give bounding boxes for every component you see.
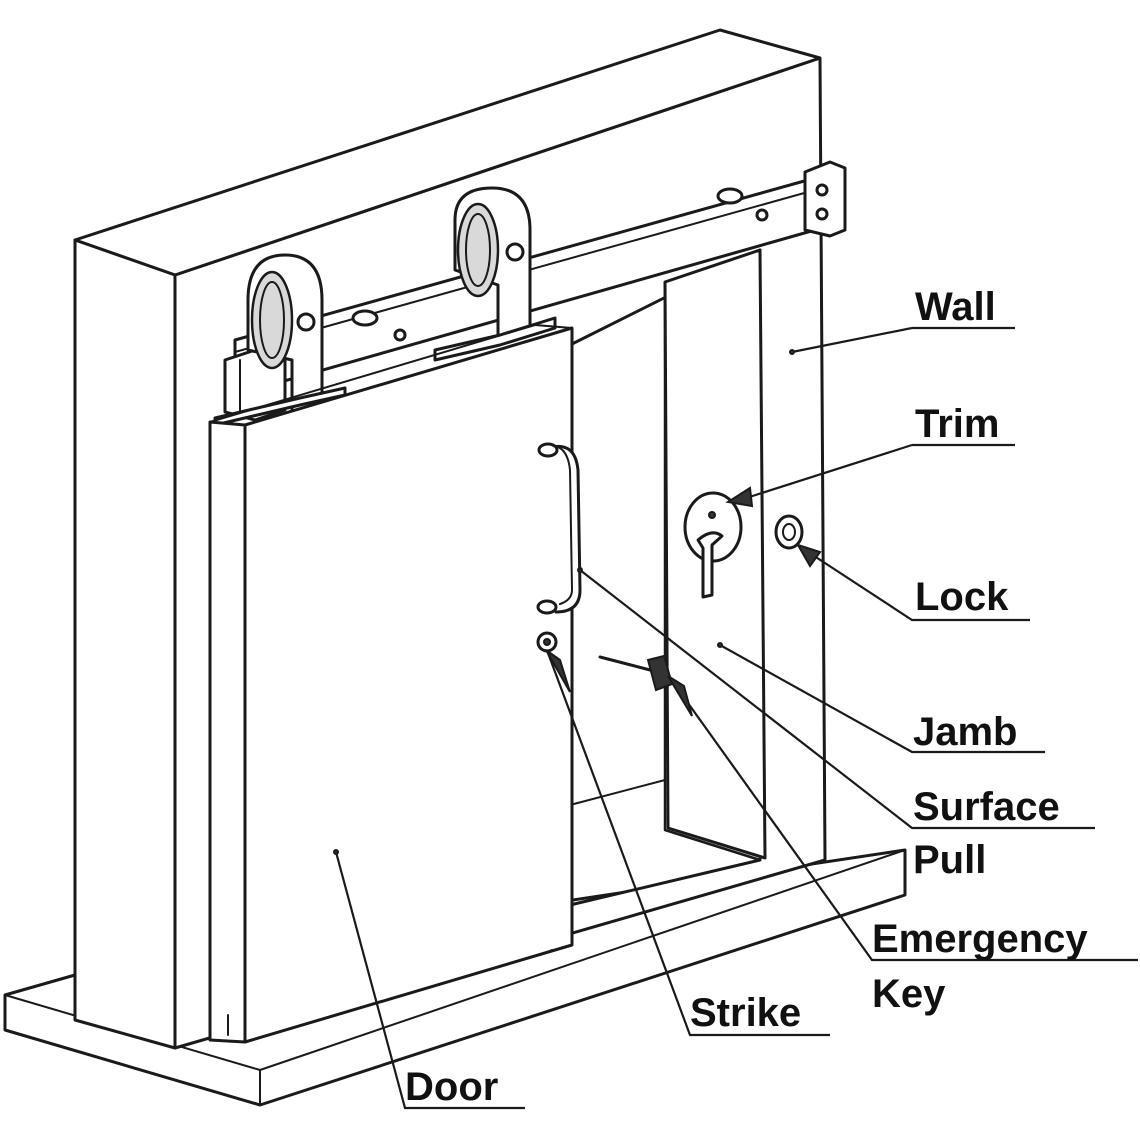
surface-pull [536, 442, 582, 615]
label-pull: Pull [913, 838, 986, 882]
label-door: Door [405, 1065, 498, 1109]
door [208, 324, 574, 1044]
label-trim: Trim [915, 402, 999, 446]
strike [536, 631, 558, 653]
trim [683, 491, 743, 599]
label-emergency: Emergency [872, 917, 1088, 961]
label-key: Key [872, 972, 946, 1016]
label-surface: Surface [913, 785, 1060, 829]
label-jamb: Jamb [913, 710, 1018, 754]
emergency-key [598, 654, 674, 692]
label-lock: Lock [915, 575, 1009, 619]
lock [774, 514, 804, 550]
label-strike: Strike [690, 991, 801, 1035]
hanger-left [213, 253, 347, 427]
label-wall: Wall [915, 285, 996, 329]
leader-lines [333, 326, 1138, 1110]
